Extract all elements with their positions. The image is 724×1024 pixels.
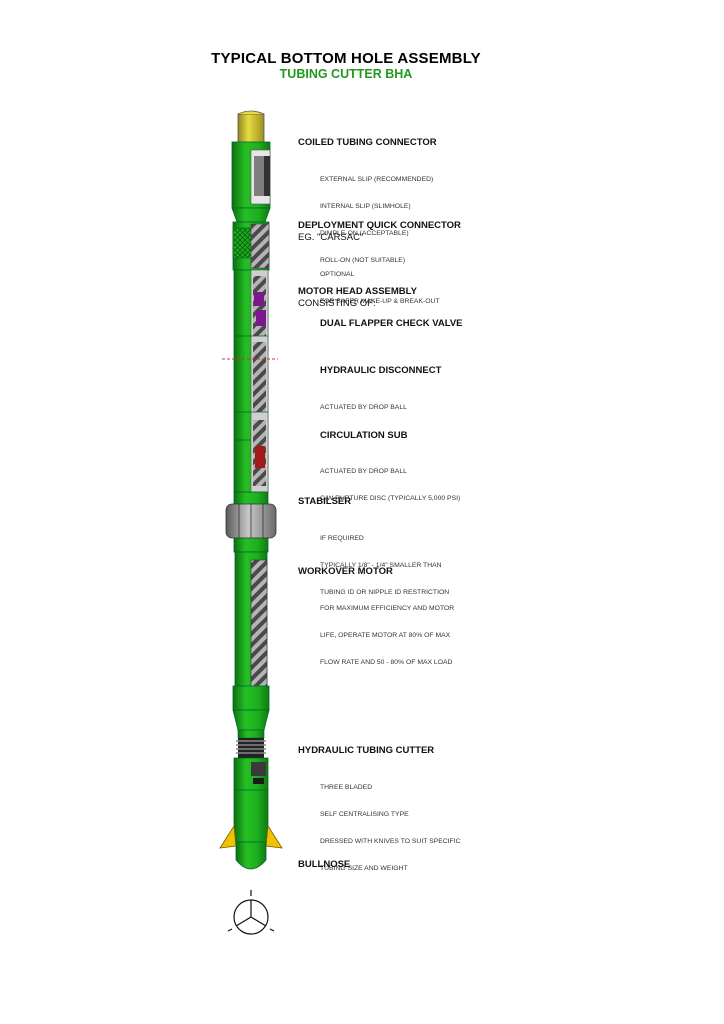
note-line: TUBING SIZE AND WEIGHT: [320, 865, 408, 872]
note-line: THREE BLADED: [320, 784, 373, 791]
label-dual-flapper-check-valve: DUAL FLAPPER CHECK VALVE: [320, 318, 463, 329]
label-motor-head-consisting: CONSISTING OF:: [298, 298, 376, 309]
note-line: IF REQUIRED: [320, 535, 364, 542]
coiled-tubing: [237, 110, 265, 145]
notes-hydraulic-tubing-cutter: THREE BLADED SELF CENTRALISING TYPE DRES…: [320, 765, 461, 882]
page-title: TYPICAL BOTTOM HOLE ASSEMBLY: [211, 50, 481, 67]
note-line: LIFE, OPERATE MOTOR AT 80% OF MAX: [320, 632, 451, 639]
note-line: SELF CENTRALISING TYPE: [320, 811, 409, 818]
note-line: FOR MAXIMUM EFFICIENCY AND MOTOR: [320, 605, 455, 612]
label-deployment-quick-connector-example: EG. "CARSAC": [298, 232, 364, 243]
cutter-blades: [219, 824, 283, 849]
stabiliser: [225, 491, 277, 553]
note-line: ROLL-ON (NOT SUITABLE): [320, 257, 406, 264]
notes-coiled-tubing-connector: EXTERNAL SLIP (RECOMMENDED) INTERNAL SLI…: [320, 157, 433, 274]
note-line: TUBING ID OR NIPPLE ID RESTRICTION: [320, 589, 450, 596]
note-line: ACTUATED BY DROP BALL: [320, 468, 407, 475]
notes-hydraulic-disconnect: ACTUATED BY DROP BALL: [320, 385, 407, 421]
notes-deployment-quick-connector: OPTIONAL FOR SAFER MAKE-UP & BREAK-OUT: [320, 252, 440, 315]
circulation-sub-rupture-disc: [255, 446, 265, 468]
label-stabiliser: STABILSER: [298, 496, 352, 507]
note-line: TYPICALLY 1/8" - 1/4" SMALLER THAN: [320, 562, 442, 569]
hydraulic-tubing-cutter: [233, 757, 269, 843]
connector-neck: [231, 207, 271, 223]
workover-motor: [232, 551, 270, 711]
note-line: DIMPLE-ON (ACCEPTABLE): [320, 230, 409, 237]
note-line: EXTERNAL SLIP (RECOMMENDED): [320, 176, 434, 183]
motor-output-shaft: [232, 709, 270, 739]
note-line: ACTUATED BY DROP BALL: [320, 404, 407, 411]
label-deployment-quick-connector: DEPLOYMENT QUICK CONNECTOR: [298, 220, 461, 231]
cutter-plan-view-icon: [227, 890, 275, 935]
bullnose: [235, 841, 267, 870]
label-hydraulic-disconnect: HYDRAULIC DISCONNECT: [320, 365, 442, 376]
label-coiled-tubing-connector: COILED TUBING CONNECTOR: [298, 137, 437, 148]
thread-connection: [236, 738, 266, 758]
notes-stabiliser: IF REQUIRED TYPICALLY 1/8" - 1/4" SMALLE…: [320, 516, 449, 606]
label-bullnose: BULLNOSE: [298, 859, 351, 870]
note-line: OPTIONAL: [320, 271, 355, 278]
label-workover-motor: WORKOVER MOTOR: [298, 566, 393, 577]
note-line: FOR SAFER MAKE-UP & BREAK-OUT: [320, 298, 440, 305]
note-line: DRESSED WITH KNIVES TO SUIT SPECIFIC: [320, 838, 461, 845]
label-hydraulic-tubing-cutter: HYDRAULIC TUBING CUTTER: [298, 745, 435, 756]
note-line: FLOW RATE AND 50 - 80% OF MAX LOAD: [320, 659, 453, 666]
note-line: INTERNAL SLIP (SLIMHOLE): [320, 203, 411, 210]
deployment-quick-connector-body: [232, 221, 270, 271]
coiled-tubing-connector-body: [231, 141, 271, 209]
note-line: C/W RUPTURE DISC (TYPICALLY 5,000 PSI): [320, 495, 461, 502]
notes-circulation-sub: ACTUATED BY DROP BALL C/W RUPTURE DISC (…: [320, 449, 460, 512]
dual-flapper-check-valve: [254, 292, 266, 326]
notes-workover-motor: FOR MAXIMUM EFFICIENCY AND MOTOR LIFE, O…: [320, 586, 454, 676]
label-motor-head-assembly: MOTOR HEAD ASSEMBLY: [298, 286, 417, 297]
label-circulation-sub: CIRCULATION SUB: [320, 430, 408, 441]
page-subtitle: TUBING CUTTER BHA: [279, 67, 413, 81]
